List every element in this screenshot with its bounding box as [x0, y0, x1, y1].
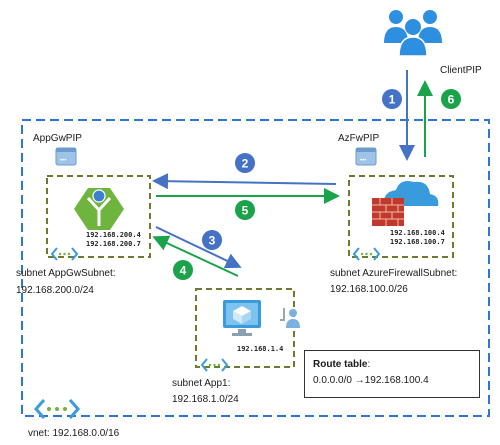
- firewall-subnet-cidr: 192.168.100.0/26: [330, 284, 408, 295]
- svg-text:4: 4: [180, 264, 187, 278]
- vnet-label: vnet: 192.168.0.0/16: [28, 428, 120, 439]
- appgw-subnet-label: subnet AppGwSubnet:: [16, 268, 116, 279]
- svg-text:•••: •••: [60, 158, 66, 164]
- flow-arrow-2: [152, 173, 337, 190]
- app-ip: 192.168.1.4: [237, 345, 284, 353]
- firewall-icon: [372, 181, 439, 226]
- client-label: ClientPIP: [440, 65, 482, 76]
- application-gateway-icon: [74, 188, 124, 230]
- users-icon: [384, 10, 442, 57]
- firewall-pip-icon: •••: [355, 147, 377, 166]
- svg-text:3: 3: [209, 234, 216, 248]
- step-badge-3: 3: [202, 230, 222, 250]
- firewall-subnet-label: subnet AzureFirewallSubnet:: [330, 268, 458, 279]
- step-badge-5: 5: [235, 200, 255, 220]
- firewall-subnet-icon: [352, 247, 381, 261]
- appgw-subnet-cidr: 192.168.200.0/24: [16, 285, 94, 296]
- route-table-box: Route table: 0.0.0.0/0 →192.168.100.4: [304, 350, 480, 398]
- firewall-pip-label: AzFwPIP: [338, 133, 380, 144]
- virtual-machine-icon: [223, 300, 261, 336]
- svg-text:1: 1: [389, 93, 396, 107]
- app-subnet-cidr: 192.168.1.0/24: [172, 394, 239, 405]
- network-interface-icon: [280, 308, 300, 328]
- appgw-ip-1: 192.168.200.4: [86, 231, 141, 239]
- firewall-ip-2: 192.168.100.7: [390, 238, 445, 246]
- vnet-boundary: [21, 119, 490, 417]
- app-subnet-icon: [200, 358, 229, 372]
- svg-text:2: 2: [242, 157, 249, 171]
- app-subnet-box: [195, 288, 295, 368]
- firewall-ip-1: 192.168.100.4: [390, 229, 445, 237]
- vnet-icon: [33, 399, 81, 419]
- svg-text:6: 6: [448, 93, 455, 107]
- appgw-pip-icon: •••: [55, 147, 77, 166]
- appgw-subnet-icon: [50, 247, 79, 261]
- route-table-title: Route table: [313, 359, 368, 370]
- appgw-ip-2: 192.168.200.7: [86, 240, 141, 248]
- app-subnet-label: subnet App1:: [172, 378, 231, 389]
- step-badge-1: 1: [382, 89, 402, 109]
- step-badge-6: 6: [441, 89, 461, 109]
- svg-text:•••: •••: [360, 158, 366, 164]
- flow-arrow-3: [155, 226, 242, 269]
- firewall-subnet-box: [348, 175, 454, 258]
- flow-arrow-4: [152, 235, 239, 277]
- appgw-pip-label: AppGwPIP: [33, 133, 82, 144]
- step-badge-4: 4: [173, 260, 193, 280]
- step-badge-2: 2: [235, 153, 255, 173]
- route-table-entry: 0.0.0.0/0 →192.168.100.4: [313, 375, 429, 386]
- appgw-subnet-box: [46, 175, 151, 258]
- svg-text:5: 5: [242, 204, 249, 218]
